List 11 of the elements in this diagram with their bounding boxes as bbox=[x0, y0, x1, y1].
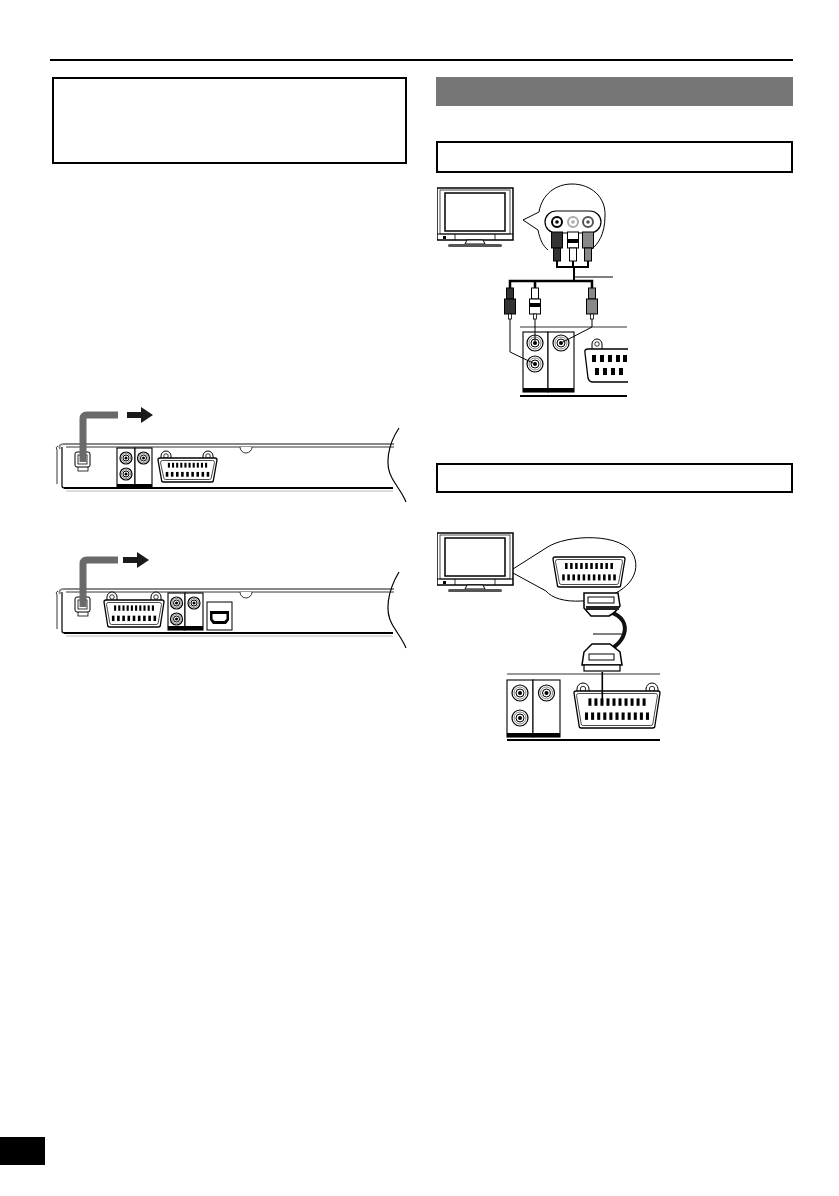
subheading-box bbox=[436, 463, 793, 493]
leader-line bbox=[592, 633, 623, 635]
tv-connection-drawing bbox=[437, 532, 662, 742]
page-number-tab bbox=[0, 1137, 45, 1165]
subheading-box bbox=[436, 141, 793, 173]
note-box bbox=[52, 77, 407, 164]
scart-cable bbox=[580, 591, 629, 674]
tv-connection-drawing bbox=[437, 182, 629, 398]
section-heading-bar bbox=[436, 77, 793, 106]
audio-video-cable bbox=[503, 231, 599, 366]
leader-line bbox=[573, 276, 614, 278]
